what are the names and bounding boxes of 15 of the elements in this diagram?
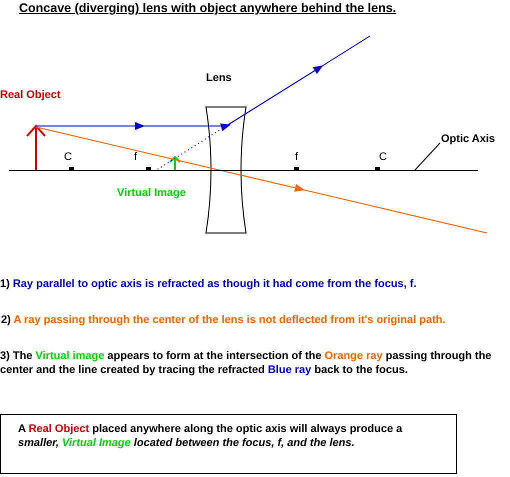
diagram-title: Concave (diverging) lens with object anywhere behind the lens. [19, 1, 396, 15]
part-label: Real Object [0, 89, 61, 101]
note-text: 1) Ray parallel to optic axis is refracted as though it had come from the focus, f. [0, 277, 418, 291]
note-text: 2) A ray passing through the center of the lens is not deflected from it's original path. [0, 313, 447, 327]
point-label: C [379, 151, 387, 163]
optic-axis [9, 170, 478, 171]
summary-box: A Real Object placed anywhere along the optic axis will always produce a smaller, Virtual Image located between the focus, f, and the lens. [0, 414, 457, 474]
axis-label: Optic Axis [441, 133, 495, 145]
part-label: Virtual Image [117, 187, 186, 199]
part-label: Lens [206, 72, 232, 84]
point-label: C [64, 151, 72, 163]
leader-line [414, 142, 440, 170]
note-text: 3) The Virtual image appears to form at the intersection of the Orange ray passing through the center and the line created by tracing the refracted Blue ray back to the focus. [0, 349, 492, 377]
point-label: f [295, 151, 298, 163]
point-label: f [134, 151, 138, 163]
